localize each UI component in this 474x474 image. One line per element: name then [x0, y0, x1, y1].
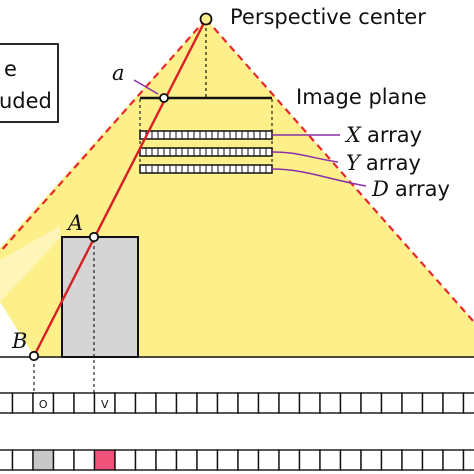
array-cell [52, 449, 75, 471]
array-cell [462, 392, 474, 414]
array-row-2 [0, 449, 474, 471]
x-array-var: X [344, 123, 362, 147]
legend-line-1: e [4, 57, 17, 81]
array-cell [196, 449, 219, 471]
array-cell [380, 392, 403, 414]
array-cell [196, 392, 219, 414]
array-cell [339, 449, 362, 471]
array-cell [360, 449, 383, 471]
d-array-row [139, 164, 273, 174]
array-cell [93, 449, 116, 471]
array-cell [216, 449, 239, 471]
array-cell [11, 392, 34, 414]
projection-ray [32, 18, 208, 357]
building [61, 236, 139, 358]
point-a-upper-label: A [66, 211, 83, 235]
array-cell [155, 392, 178, 414]
array-cell [134, 392, 157, 414]
sensor-arrays [139, 130, 273, 174]
array-cell [319, 392, 342, 414]
array-cell [421, 392, 444, 414]
legend-box [0, 43, 59, 123]
array-cell [73, 449, 96, 471]
image-plane-label: Image plane [296, 85, 427, 109]
y-array-callout [271, 151, 339, 163]
object-point-b [28, 350, 40, 362]
frustum-edge-left [0, 18, 207, 253]
array-cell [257, 392, 280, 414]
occluded-region [0, 302, 34, 357]
array-cell [155, 449, 178, 471]
array-cell [319, 449, 342, 471]
array-cell [257, 449, 280, 471]
point-b-label: B [11, 329, 27, 353]
object-point-a [88, 231, 100, 243]
occluded-edge-strip [0, 226, 60, 302]
array-cell [442, 392, 465, 414]
image-point-a [159, 93, 169, 103]
array-cell [401, 449, 424, 471]
d-array-callout [271, 168, 367, 187]
array-cell [360, 392, 383, 414]
d-array-word: array [395, 177, 450, 201]
array-cell [52, 392, 75, 414]
y-array-word: array [366, 151, 421, 175]
array-cell [462, 449, 474, 471]
array-cell [298, 392, 321, 414]
array-cell [11, 449, 34, 471]
array-cell [401, 392, 424, 414]
label-a-pointer [133, 79, 159, 95]
array-cell [216, 392, 239, 414]
array-cell-mark: V [101, 398, 109, 411]
point-a-lower-label: a [112, 61, 125, 85]
array-cell-mark: O [39, 398, 48, 411]
perspective-center-label: Perspective center [230, 5, 426, 29]
y-array-var: Y [346, 151, 362, 175]
array-cell [114, 392, 137, 414]
array-cell [380, 449, 403, 471]
x-array-word: array [367, 123, 422, 147]
array-cell [0, 449, 14, 471]
array-cell [442, 449, 465, 471]
perspective-center-point [199, 12, 213, 26]
array-cell [421, 449, 444, 471]
array-cell [32, 449, 55, 471]
array-cell [134, 449, 157, 471]
array-cell [339, 392, 362, 414]
array-cell [175, 449, 198, 471]
legend-line-2: uded [0, 89, 52, 113]
frustum-edge-right [205, 18, 474, 323]
array-cell [278, 392, 301, 414]
array-cell [73, 392, 96, 414]
array-cell [237, 392, 260, 414]
array-cell [175, 392, 198, 414]
y-array-row [139, 147, 273, 157]
array-cell [114, 449, 137, 471]
array-cell [0, 392, 14, 414]
array-cell [298, 449, 321, 471]
array-cell [237, 449, 260, 471]
array-cell [278, 449, 301, 471]
x-array-row [139, 130, 273, 140]
d-array-var: D [371, 177, 389, 201]
